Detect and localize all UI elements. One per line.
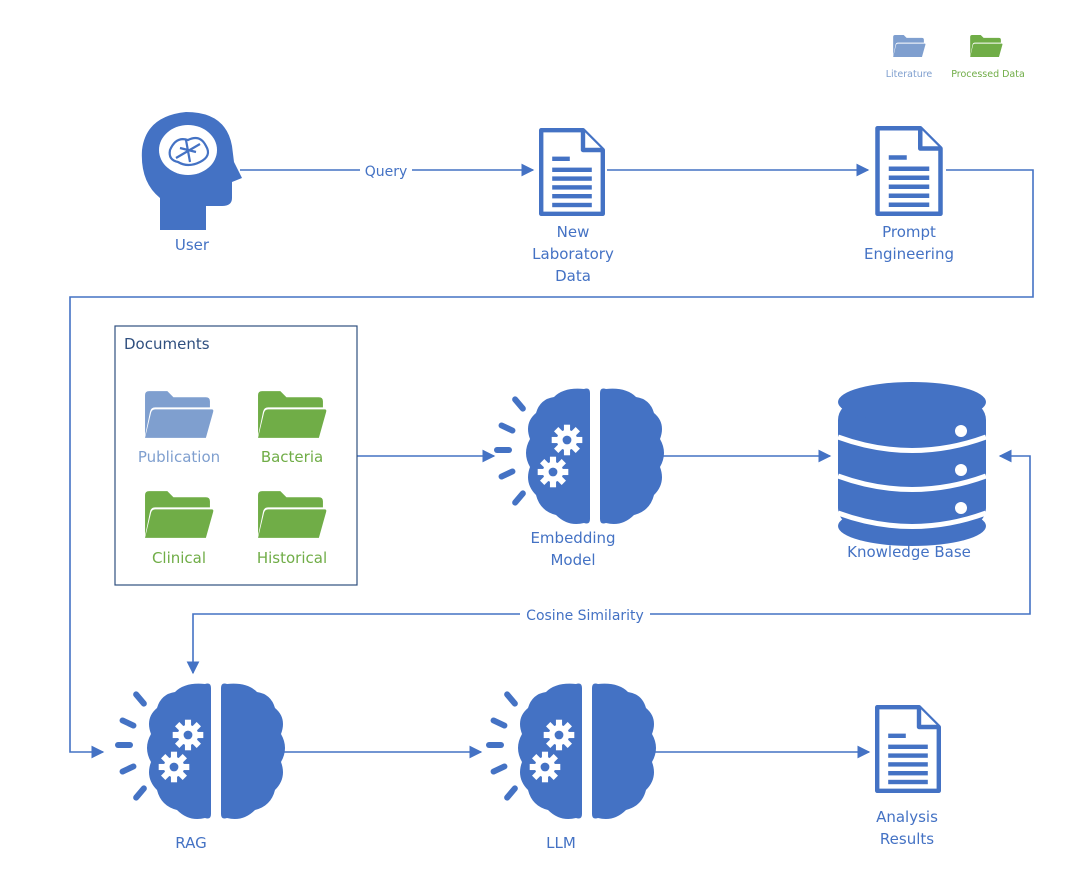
document-icon <box>877 707 939 791</box>
brain-gears-icon <box>115 684 285 820</box>
historical-folder-icon <box>258 491 327 538</box>
user-label: User <box>175 236 210 254</box>
user-node: User <box>141 112 242 254</box>
embedding-model-label-1: Embedding <box>530 529 615 547</box>
llm-node: LLM <box>486 684 656 852</box>
prompt-engineering-node: Prompt Engineering <box>864 128 954 263</box>
prompt-to-rag-arrow <box>69 169 1034 759</box>
rag-node: RAG <box>115 684 285 852</box>
document-icon <box>541 130 603 214</box>
rag-label: RAG <box>175 834 206 852</box>
new-lab-data-node: New Laboratory Data <box>532 130 614 285</box>
legend-literature-label: Literature <box>886 69 933 80</box>
new-lab-data-label-1: New <box>557 223 590 241</box>
database-icon <box>837 382 987 546</box>
cosine-similarity-arrow <box>186 449 1031 675</box>
processed-data-folder-icon <box>970 34 1003 58</box>
new-lab-data-label-3: Data <box>555 267 591 285</box>
historical-label: Historical <box>257 549 327 567</box>
documents-title: Documents <box>124 335 210 353</box>
embedding-model-label-2: Model <box>550 551 595 569</box>
analysis-results-label-2: Results <box>880 830 934 848</box>
bacteria-label: Bacteria <box>261 448 323 466</box>
legend-processed-label: Processed Data <box>951 69 1025 80</box>
analysis-results-node: Analysis Results <box>876 707 939 848</box>
cosine-similarity-label: Cosine Similarity <box>526 608 644 624</box>
publication-folder-icon <box>145 391 214 438</box>
embedding-model-node: Embedding Model <box>494 389 664 569</box>
connectors: Query Cosine Similarity <box>69 160 1034 759</box>
knowledge-base-label: Knowledge Base <box>847 543 971 561</box>
llm-label: LLM <box>546 834 576 852</box>
user-head-brain-icon <box>141 112 242 230</box>
brain-gears-icon <box>486 684 656 820</box>
prompt-engineering-label-2: Engineering <box>864 245 954 263</box>
query-label: Query <box>365 164 408 180</box>
bacteria-folder-icon <box>258 391 327 438</box>
brain-gears-icon <box>494 389 664 525</box>
analysis-results-label-1: Analysis <box>876 808 938 826</box>
new-lab-data-label-2: Laboratory <box>532 245 614 263</box>
knowledge-base-node: Knowledge Base <box>837 382 987 561</box>
legend: Literature Processed Data <box>886 34 1025 80</box>
clinical-label: Clinical <box>152 549 206 567</box>
publication-label: Publication <box>138 448 220 466</box>
prompt-engineering-label-1: Prompt <box>882 223 936 241</box>
literature-folder-icon <box>893 34 926 58</box>
document-icon <box>878 128 941 214</box>
documents-box: Documents Publication Bacteria Clinical … <box>114 325 358 586</box>
clinical-folder-icon <box>145 491 214 538</box>
